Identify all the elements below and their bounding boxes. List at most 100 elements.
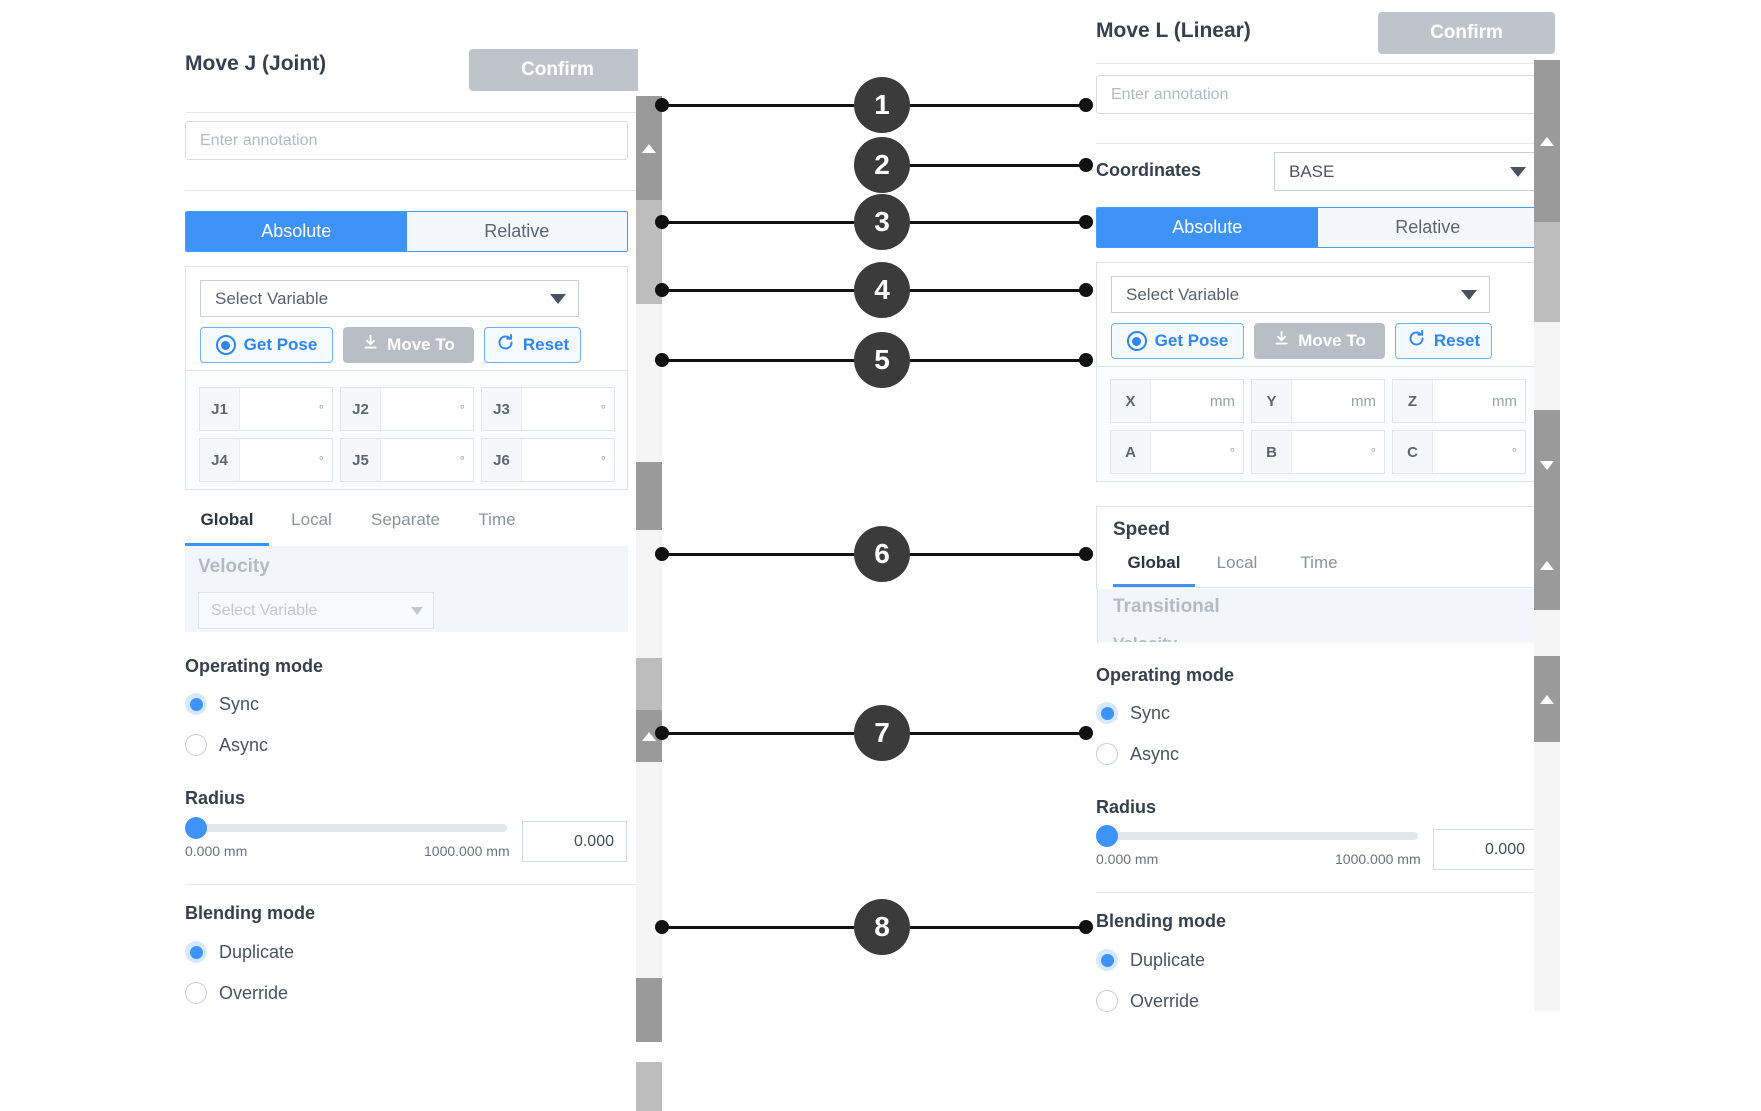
move-to-button[interactable]: Move To	[343, 327, 474, 363]
chevron-up-icon	[1540, 560, 1554, 570]
speed-tabs[interactable]: Global Local Time	[1113, 553, 1540, 588]
radio-sync[interactable]: Sync	[185, 693, 259, 715]
tab-local[interactable]: Local	[291, 510, 332, 529]
radius-min-label: 0.000 mm	[1096, 851, 1159, 867]
velocity-variable-dropdown[interactable]: Select Variable	[198, 592, 434, 629]
radio-override-label: Override	[1130, 990, 1200, 1011]
slider-thumb[interactable]	[1096, 825, 1118, 847]
radius-value-input[interactable]: 0.000	[522, 821, 627, 862]
absolute-relative-toggle[interactable]: Absolute Relative	[185, 211, 628, 252]
operating-mode-label: Operating mode	[185, 656, 324, 676]
radius-value-input[interactable]: 0.000	[1433, 829, 1538, 870]
radio-off-icon	[1096, 990, 1118, 1012]
velocity-tabs[interactable]: Global Local Separate Time	[185, 510, 628, 547]
scroll-up-thumb[interactable]	[636, 96, 662, 200]
select-variable-dropdown[interactable]: Select Variable	[1111, 276, 1490, 313]
right-scrollbar[interactable]	[1534, 60, 1560, 1011]
radio-async[interactable]: Async	[185, 734, 268, 756]
joint-grid: J1°J2°J3°J4°J5°J6°	[199, 387, 617, 482]
field-j4[interactable]: J4°	[199, 438, 333, 482]
scroll-down-thumb[interactable]	[1534, 410, 1560, 520]
absolute-relative-toggle[interactable]: Absolute Relative	[1096, 207, 1539, 248]
chevron-up-icon	[642, 143, 656, 153]
radio-sync[interactable]: Sync	[1096, 702, 1170, 724]
move-to-label: Move To	[1298, 331, 1366, 350]
scroll-up-thumb[interactable]	[1534, 60, 1560, 222]
tab-absolute[interactable]: Absolute	[1097, 208, 1318, 247]
select-variable-dropdown[interactable]: Select Variable	[200, 280, 579, 317]
chevron-down-icon	[1540, 460, 1554, 470]
scroll-thumb-4[interactable]	[636, 978, 662, 1042]
tab-time[interactable]: Time	[478, 510, 516, 529]
speed-card: Speed Global Local Time	[1096, 506, 1540, 589]
field-unit: °	[1229, 444, 1235, 460]
annotation-input[interactable]	[1096, 75, 1539, 114]
move-j-panel: Move J (Joint) Confirm Absolute Relative…	[0, 0, 638, 1027]
scroll-down-thumb[interactable]	[636, 710, 662, 762]
velocity-label: Velocity	[198, 556, 270, 577]
scroll-thumb[interactable]	[1534, 222, 1560, 322]
radio-duplicate[interactable]: Duplicate	[1096, 949, 1205, 971]
field-j2[interactable]: J2°	[340, 387, 474, 431]
transitional-label: Transitional	[1113, 596, 1220, 617]
get-pose-button[interactable]: Get Pose	[1111, 323, 1244, 359]
field-unit: mm	[1492, 392, 1517, 410]
callout-line	[662, 553, 854, 556]
coordinates-dropdown[interactable]: BASE	[1274, 152, 1539, 191]
slider-thumb[interactable]	[185, 817, 207, 839]
radius-slider[interactable]	[1096, 825, 1418, 847]
field-label: J4	[200, 439, 240, 481]
radio-on-icon	[185, 693, 207, 715]
get-pose-button[interactable]: Get Pose	[200, 327, 333, 363]
chevron-up-icon	[1540, 694, 1554, 704]
field-label: Z	[1393, 380, 1433, 422]
tab-global[interactable]: Global	[185, 510, 269, 546]
tab-absolute[interactable]: Absolute	[186, 212, 407, 251]
scroll-thumb-5[interactable]	[636, 1062, 662, 1111]
scroll-thumb-3[interactable]	[1534, 656, 1560, 742]
callout-line	[662, 221, 854, 224]
radius-slider[interactable]	[185, 817, 507, 839]
tab-relative[interactable]: Relative	[1317, 208, 1538, 247]
field-j3[interactable]: J3°	[481, 387, 615, 431]
callout-line	[910, 553, 1086, 556]
radio-async[interactable]: Async	[1096, 743, 1179, 765]
field-a[interactable]: A°	[1110, 430, 1244, 474]
radio-override[interactable]: Override	[1096, 990, 1199, 1012]
scroll-thumb-2[interactable]	[636, 462, 662, 530]
tab-global[interactable]: Global	[1113, 553, 1195, 587]
reset-button[interactable]: Reset	[484, 327, 581, 363]
left-scrollbar[interactable]	[636, 96, 662, 1111]
scroll-thumb-3[interactable]	[636, 658, 662, 710]
confirm-button[interactable]: Confirm	[469, 49, 638, 91]
move-to-button[interactable]: Move To	[1254, 323, 1385, 359]
select-variable-label: Select Variable	[1126, 284, 1240, 304]
tab-separate[interactable]: Separate	[371, 510, 440, 529]
chevron-down-icon	[411, 606, 423, 615]
velocity-variable-label: Select Variable	[211, 601, 318, 619]
callout-line	[910, 289, 1086, 292]
coordinates-value: BASE	[1289, 161, 1335, 181]
radio-duplicate[interactable]: Duplicate	[185, 941, 294, 963]
field-j6[interactable]: J6°	[481, 438, 615, 482]
reset-button[interactable]: Reset	[1395, 323, 1492, 359]
tab-relative[interactable]: Relative	[406, 212, 627, 251]
scroll-thumb-2[interactable]	[1534, 520, 1560, 610]
field-unit: mm	[1210, 392, 1235, 410]
radio-duplicate-label: Duplicate	[219, 941, 295, 962]
scroll-thumb[interactable]	[636, 200, 662, 304]
annotation-input[interactable]	[185, 121, 628, 160]
radio-override[interactable]: Override	[185, 982, 288, 1004]
field-j1[interactable]: J1°	[199, 387, 333, 431]
field-c[interactable]: C°	[1392, 430, 1526, 474]
confirm-button[interactable]: Confirm	[1378, 12, 1555, 54]
field-j5[interactable]: J5°	[340, 438, 474, 482]
field-unit: °	[600, 401, 606, 417]
tab-local[interactable]: Local	[1216, 553, 1258, 572]
field-b[interactable]: B°	[1251, 430, 1385, 474]
tab-time[interactable]: Time	[1300, 553, 1338, 572]
radius-min-label: 0.000 mm	[185, 843, 248, 859]
